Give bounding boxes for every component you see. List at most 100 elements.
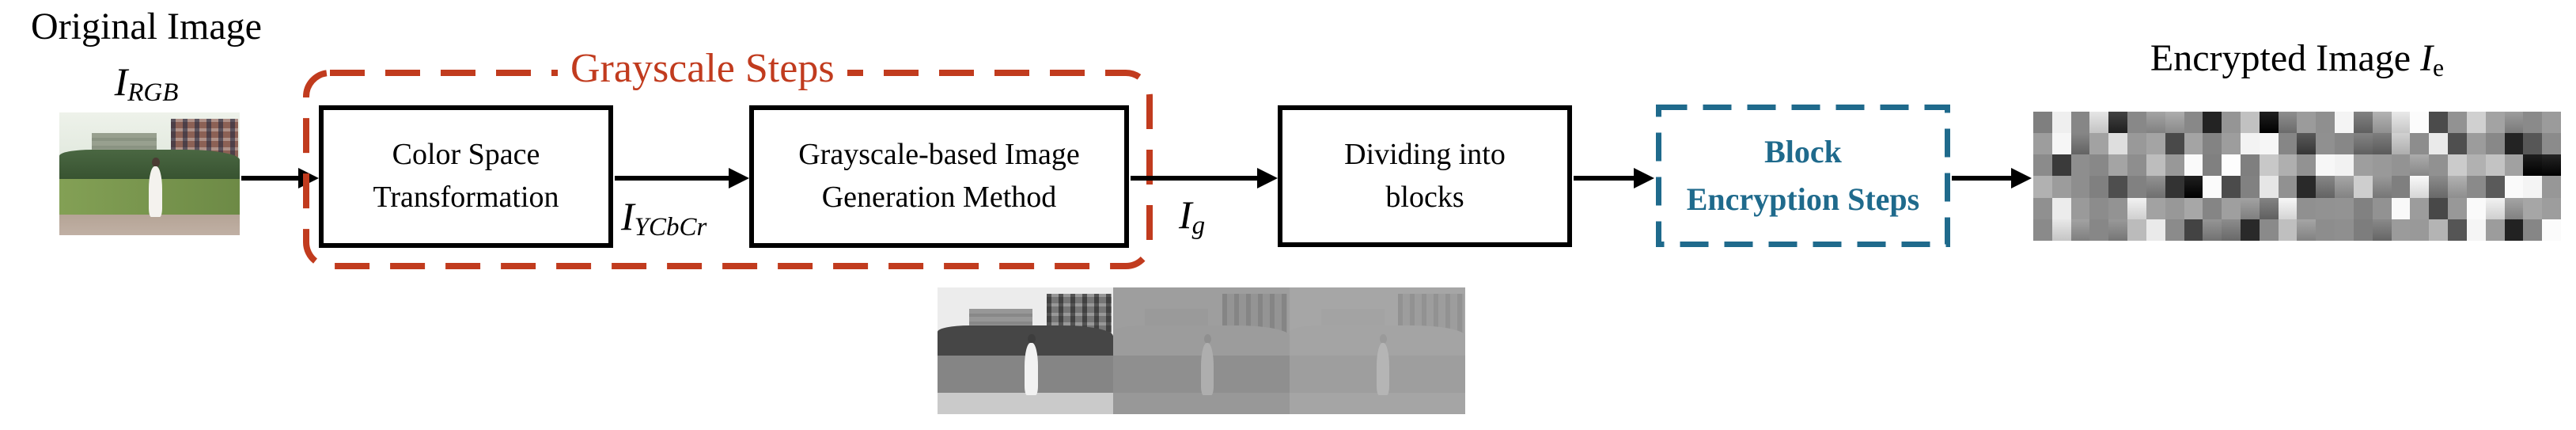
node-line: Transformation [373, 181, 559, 214]
gray-path [1113, 392, 1290, 414]
encrypted-block [2033, 154, 2052, 177]
encrypted-block [2108, 112, 2128, 134]
encrypted-block [2127, 112, 2146, 134]
encrypted-block [2127, 133, 2146, 155]
encrypted-block [2523, 219, 2543, 241]
encrypted-image-title: Encrypted Image Ie [2033, 36, 2561, 82]
encrypted-block [2335, 176, 2354, 198]
encrypted-block [2070, 176, 2090, 198]
signal-g: Ig [1179, 192, 1205, 240]
encrypted-block [2335, 154, 2354, 177]
encrypted-block [2410, 133, 2430, 155]
encrypted-block [2222, 176, 2241, 198]
encrypted-block [2448, 197, 2467, 219]
photo-path [59, 214, 240, 235]
grayscale-channels-strip [938, 287, 1465, 414]
node-line: Encryption Steps [1686, 181, 1920, 217]
encrypted-block [2297, 197, 2317, 219]
node-line: Grayscale-based Image [798, 138, 1080, 172]
encrypted-block [2070, 197, 2090, 219]
encrypted-block [2051, 133, 2071, 155]
encrypted-block [2259, 197, 2279, 219]
encrypted-block [2410, 219, 2430, 241]
encrypted-block [2108, 133, 2128, 155]
node-dividing-into-blocks: Dividing into blocks [1278, 105, 1572, 247]
encrypted-block [2259, 133, 2279, 155]
encrypted-block [2353, 219, 2373, 241]
encrypted-block [2127, 219, 2146, 241]
node-line: Block [1764, 134, 1842, 169]
encrypted-block [2485, 176, 2505, 198]
encrypted-block [2259, 176, 2279, 198]
encrypted-block [2353, 154, 2373, 177]
encrypted-block [2222, 197, 2241, 219]
encrypted-block [2410, 176, 2430, 198]
encrypted-block [2485, 197, 2505, 219]
encrypted-block [2466, 112, 2486, 134]
encrypted-block [2222, 112, 2241, 134]
symbol-sub-ycbcr: YCbCr [634, 213, 707, 242]
node-line: Color Space [392, 138, 540, 172]
encrypted-block [2353, 176, 2373, 198]
encrypted-block [2146, 176, 2165, 198]
encrypted-block [2241, 219, 2260, 241]
original-image-title: Original Image [31, 6, 262, 48]
symbol-i: I [2420, 37, 2434, 79]
gray-person-body [1200, 343, 1214, 395]
encrypted-block [2051, 154, 2071, 177]
encrypted-block [2089, 133, 2109, 155]
node-grayscale-generation-method: Grayscale-based Image Generation Method [749, 105, 1129, 248]
encrypted-block [2542, 219, 2561, 241]
encrypted-block [2297, 154, 2317, 177]
arrow-grayscalegen-to-dividing [1131, 168, 1278, 188]
encrypted-block [2033, 133, 2052, 155]
encrypted-block [2222, 154, 2241, 177]
encrypted-block [2033, 197, 2052, 219]
encrypted-block [2316, 197, 2335, 219]
encrypted-block [2429, 197, 2449, 219]
encrypted-block [2146, 197, 2165, 219]
encrypted-block [2127, 176, 2146, 198]
encrypted-block [2241, 197, 2260, 219]
encrypted-block [2146, 112, 2165, 134]
encrypted-block [2203, 219, 2222, 241]
node-line: Generation Method [821, 181, 1057, 214]
encrypted-block [2051, 197, 2071, 219]
encrypted-block [2089, 176, 2109, 198]
encrypted-block [2316, 133, 2335, 155]
encrypted-block [2429, 154, 2449, 177]
encrypted-block [2165, 176, 2184, 198]
encrypted-block [2278, 154, 2298, 177]
arrow-encryption-to-encrypted [1952, 168, 2032, 188]
symbol-sub-rgb: RGB [127, 78, 179, 108]
encrypted-block [2165, 154, 2184, 177]
symbol-sub-e: e [2433, 53, 2445, 82]
encrypted-block [2033, 176, 2052, 198]
encrypted-block [2259, 112, 2279, 134]
encrypted-block [2222, 133, 2241, 155]
encrypted-block [2542, 176, 2561, 198]
encrypted-block [2108, 154, 2128, 177]
encrypted-block [2278, 133, 2298, 155]
encrypted-block [2070, 219, 2090, 241]
gray-person-body [1376, 343, 1390, 395]
encrypted-block [2372, 176, 2392, 198]
encrypted-block [2222, 219, 2241, 241]
encrypted-block [2485, 219, 2505, 241]
encrypted-block [2108, 197, 2128, 219]
encrypted-block [2485, 154, 2505, 177]
encrypted-block [2146, 133, 2165, 155]
encrypted-block [2278, 219, 2298, 241]
encrypted-title-text: Encrypted Image [2150, 37, 2411, 79]
encrypted-block [2033, 219, 2052, 241]
symbol-i: I [621, 194, 635, 238]
gray-person-head [1028, 334, 1036, 344]
encrypted-block [2051, 176, 2071, 198]
encrypted-block [2297, 133, 2317, 155]
encrypted-block [2466, 154, 2486, 177]
encrypted-block [2466, 133, 2486, 155]
original-image-symbol: IRGB [0, 59, 293, 108]
grayscale-steps-label: Grayscale Steps [558, 46, 847, 92]
encrypted-block [2448, 176, 2467, 198]
